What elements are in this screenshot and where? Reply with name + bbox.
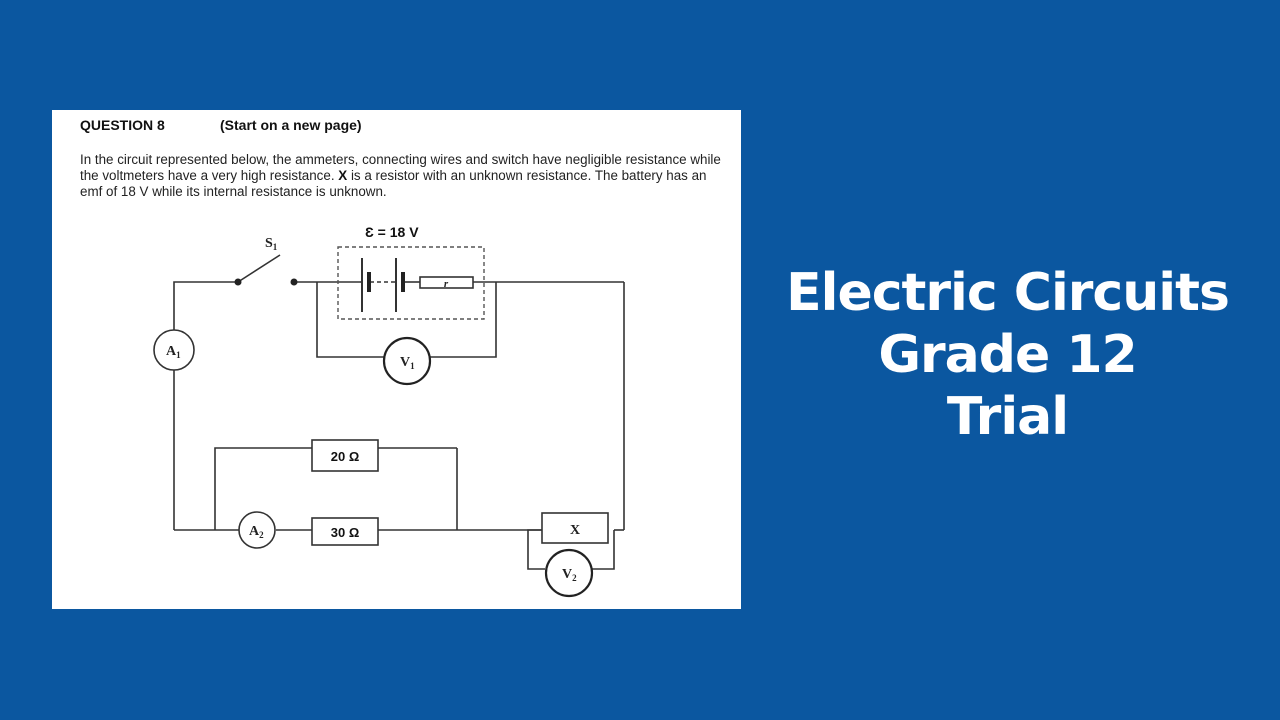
resistor-x-label: X bbox=[570, 523, 580, 538]
question-text: In the circuit represented below, the am… bbox=[80, 152, 721, 199]
ammeter-a1-label: A1 bbox=[166, 344, 181, 360]
ammeter-a2 bbox=[238, 511, 276, 549]
video-title: Electric Circuits Grade 12 Trial bbox=[760, 262, 1255, 448]
resistor-30-ohm bbox=[311, 517, 379, 546]
voltmeter-v2-label: V2 bbox=[562, 567, 577, 583]
ammeter-a2-label: A2 bbox=[249, 524, 264, 540]
title-line-1: Electric Circuits bbox=[786, 263, 1230, 323]
circuit-diagram: Ɛ = 18 V S1 r A1 A2 V1 V2 20 Ω 30 Ω X bbox=[153, 224, 625, 598]
question-card: QUESTION 8 (Start on a new page) In the … bbox=[52, 110, 741, 609]
emf-label: Ɛ = 18 V bbox=[365, 224, 419, 240]
question-number: QUESTION 8 bbox=[80, 117, 165, 133]
resistor-30-label: 30 Ω bbox=[331, 525, 360, 540]
ammeter-a1 bbox=[153, 329, 195, 371]
switch-label: S1 bbox=[265, 236, 278, 252]
resistor-x-ref: X bbox=[338, 168, 348, 183]
resistor-x bbox=[541, 512, 609, 544]
title-line-3: Trial bbox=[946, 387, 1069, 447]
resistor-20-ohm bbox=[311, 439, 379, 472]
resistor-20-label: 20 Ω bbox=[331, 449, 360, 464]
question-header: QUESTION 8 (Start on a new page) bbox=[80, 117, 362, 133]
battery-box bbox=[337, 246, 485, 320]
voltmeter-v1-label: V1 bbox=[400, 355, 415, 371]
internal-resistance-label: r bbox=[444, 278, 449, 290]
question-instruction: (Start on a new page) bbox=[220, 117, 362, 133]
voltmeter-v2 bbox=[544, 548, 594, 598]
title-line-2: Grade 12 bbox=[878, 325, 1137, 385]
voltmeter-v1 bbox=[382, 336, 432, 386]
